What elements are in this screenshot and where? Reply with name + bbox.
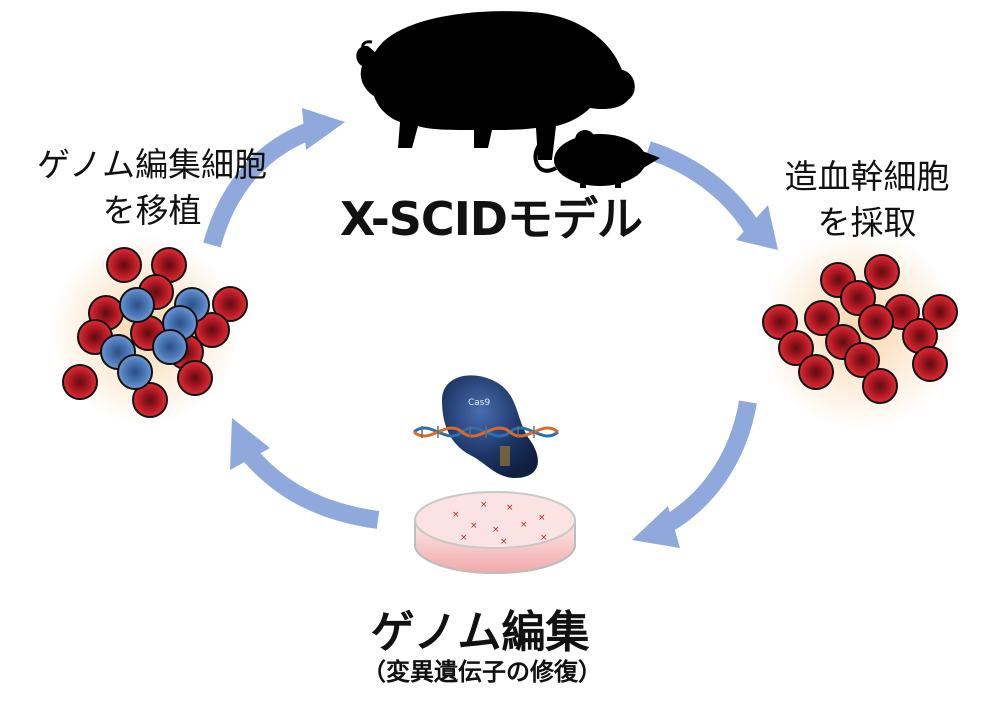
right-step-line-1: 造血幹細胞 [784,157,950,196]
arrow-bottom-left [230,418,380,529]
svg-text:×: × [460,533,468,543]
model-title: X-SCIDモデル [340,192,643,246]
harvested-cells-cluster [760,230,960,430]
cas9-protein-icon: Cas9 [442,375,538,478]
right-step-label: 造血幹細胞 を採取 [762,154,972,246]
bottom-step-title: ゲノム編集 [370,607,590,658]
svg-text:×: × [538,513,546,523]
arrow-bottom-right [632,400,757,548]
petri-dish-icon: ×× ×× ×× ×× ×× [414,491,576,574]
cas9-label: Cas9 [468,398,490,408]
mouse-silhouette-icon [533,130,660,188]
pig-silhouette-icon [356,11,635,160]
right-step-line-2: を採取 [817,203,917,242]
svg-text:×: × [520,520,528,530]
left-step-label: ゲノム編集細胞 を移植 [22,142,282,234]
svg-text:×: × [500,537,508,547]
svg-text:×: × [470,521,478,531]
grafted-cells-cluster [50,235,248,425]
arrow-left-up [203,108,345,248]
left-step-line-1: ゲノム編集細胞 [36,145,267,184]
arrow-right-down [645,141,778,250]
svg-text:×: × [492,525,500,535]
svg-text:×: × [506,503,514,513]
svg-text:×: × [480,500,488,510]
svg-text:×: × [540,533,548,543]
left-step-line-2: を移植 [102,191,202,230]
bottom-step-subtitle: （変異遺伝子の修復） [362,658,602,686]
dna-helix-icon [413,426,559,438]
svg-text:×: × [452,510,460,520]
